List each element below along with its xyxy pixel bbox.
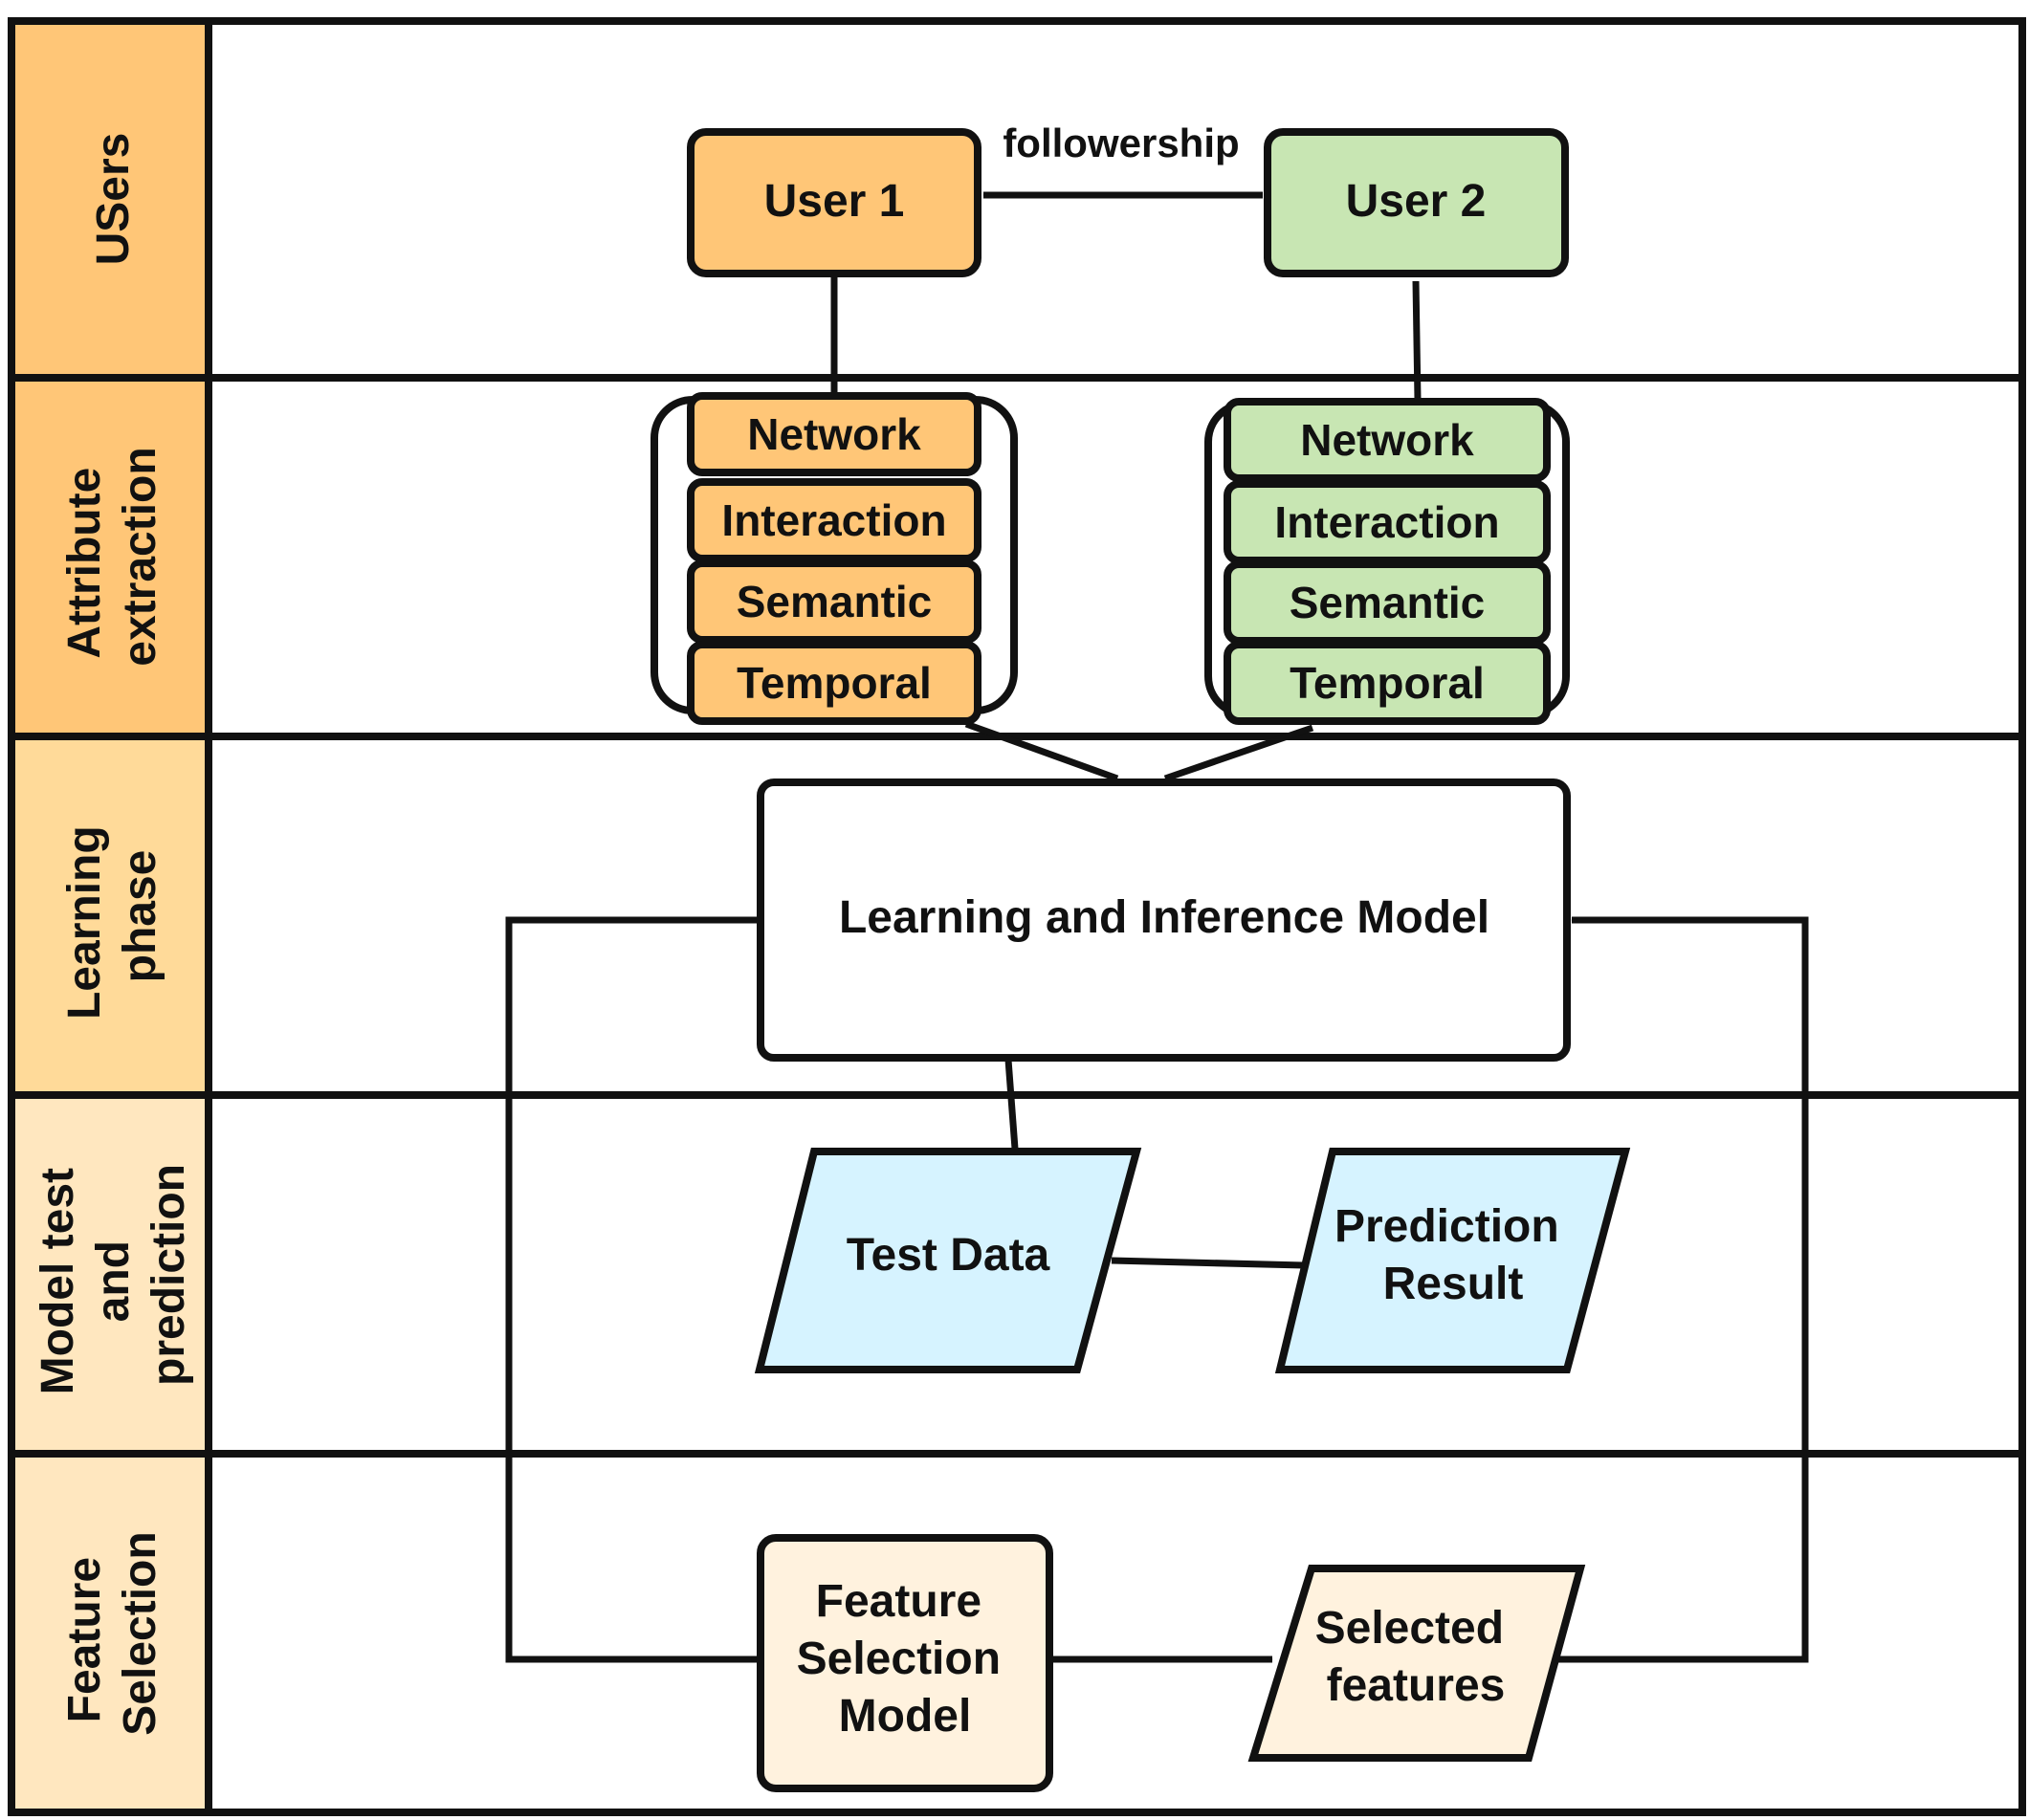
lane-header-feature-selection (11, 1454, 209, 1812)
attr-user2-temporal-box (1224, 641, 1551, 725)
lane-label-feature-selection: Feature Selection (59, 1531, 165, 1735)
attr-user2-interaction-label: Interaction (1274, 497, 1499, 547)
lane-label-users: USers (88, 133, 139, 266)
attr-user1-semantic-label: Semantic (737, 577, 933, 626)
connectors (505, 191, 1809, 1663)
attr-user2-network-box (1224, 398, 1551, 482)
attr-user2-temporal-label: Temporal (1290, 658, 1485, 708)
prediction-result-node: Prediction Result (1274, 1148, 1631, 1373)
lane-headers (11, 21, 209, 1812)
lane-header-users (11, 21, 209, 378)
feature-selection-model-node: Feature Selection Model (757, 1534, 1053, 1792)
attr-user2-semantic-label: Semantic (1290, 578, 1486, 627)
attr-user1-interaction-label: Interaction (721, 495, 946, 545)
edge-testdata-to-prediction (1111, 1257, 1305, 1269)
edge-model-to-feature-selection (505, 916, 759, 1663)
edge-attr2-to-model (1163, 724, 1314, 782)
user-2-box (1264, 128, 1569, 277)
attr-user1-temporal-label: Temporal (737, 658, 932, 708)
test-data-label: Test Data (847, 1230, 1050, 1281)
prediction-result-label: Prediction Result (1334, 1201, 1572, 1309)
attr-user1-network-label: Network (747, 409, 921, 459)
selected-features-label: Selected features (1315, 1603, 1517, 1711)
user-1-node: User 1 (687, 128, 981, 277)
lane-labels: USers Attribute extraction Learning phas… (33, 133, 194, 1736)
user-2-node: User 2 (1264, 128, 1569, 277)
attr-user2-network-label: Network (1300, 415, 1474, 465)
followership-label: followership (1003, 121, 1239, 165)
user-1-label: User 1 (764, 176, 905, 227)
test-data-shape (754, 1148, 1142, 1373)
attribute-stack-user2: Network Interaction Semantic Temporal (1204, 398, 1570, 725)
user-2-label: User 2 (1346, 176, 1487, 227)
attr-user1-interaction-box (687, 478, 981, 562)
learning-model-label: Learning and Inference Model (839, 892, 1489, 943)
lane-label-model-test: Model test and prediction (33, 1155, 194, 1395)
attr-user1-semantic-box (687, 559, 981, 644)
edge-attr1-to-model (964, 720, 1119, 782)
feature-selection-model-label: Feature Selection Model (797, 1576, 1014, 1742)
lane-header-model-test (11, 1095, 209, 1454)
prediction-result-shape (1274, 1148, 1631, 1373)
outer-frame (8, 17, 2026, 1816)
test-data-node: Test Data (754, 1148, 1142, 1373)
lane-grid (8, 17, 2026, 1816)
attr-user1-network-box (687, 392, 981, 476)
lane-header-attribute (11, 378, 209, 736)
learning-model-node: Learning and Inference Model (757, 778, 1571, 1062)
selected-features-node: Selected features (1247, 1565, 1586, 1762)
edge-model-to-testdata (1004, 1059, 1019, 1150)
edge-selected-to-model (1555, 916, 1809, 1663)
attr-user1-temporal-box (687, 641, 981, 725)
lane-header-learning (11, 736, 209, 1095)
lane-label-learning: Learning phase (59, 813, 165, 1020)
user-1-box (687, 128, 981, 277)
feature-selection-model-box (757, 1534, 1053, 1792)
learning-model-box (757, 778, 1571, 1062)
selected-features-shape (1247, 1565, 1586, 1762)
edge-user2-attributes (1412, 280, 1422, 401)
lane-label-attribute: Attribute extraction (59, 447, 165, 666)
attribute-stack-user1: Network Interaction Semantic Temporal (651, 392, 1018, 725)
